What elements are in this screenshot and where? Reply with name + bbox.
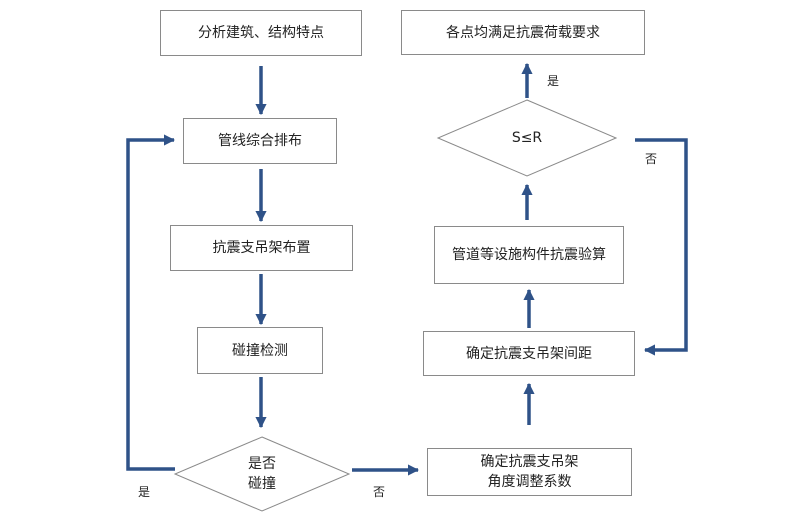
node-pipeline: 管线综合排布 [183,118,337,164]
decision-collision-line1: 是否 [248,456,276,472]
node-angle-line1: 确定抗震支吊架 [480,454,579,470]
node-analyze: 分析建筑、结构特点 [160,10,362,56]
decision-collision-line2: 碰撞 [248,476,276,492]
label-no-right: 否 [645,152,658,166]
label-yes-left: 是 [138,485,151,499]
node-check: 管道等设施构件抗震验算 [434,226,624,284]
node-bracing: 抗震支吊架布置 [170,225,353,271]
node-spacing: 确定抗震支吊架间距 [423,331,635,376]
arrow-no-loop-to-spacing [635,138,688,356]
node-result: 各点均满足抗震荷载要求 [401,10,645,55]
decision-compare-shape [436,99,618,177]
node-angle: 确定抗震支吊架 角度调整系数 [427,448,632,496]
label-yes-top: 是 [547,74,560,88]
node-collision: 碰撞检测 [197,327,323,374]
label-no-bottom: 否 [373,485,386,499]
decision-collision-text: 是否 碰撞 [215,450,309,498]
decision-collision-shape [173,436,351,512]
decision-compare-text: S≤R [511,130,543,146]
arrow-yes-loop-to-pipeline [126,134,176,471]
node-angle-line2: 角度调整系数 [487,474,572,490]
